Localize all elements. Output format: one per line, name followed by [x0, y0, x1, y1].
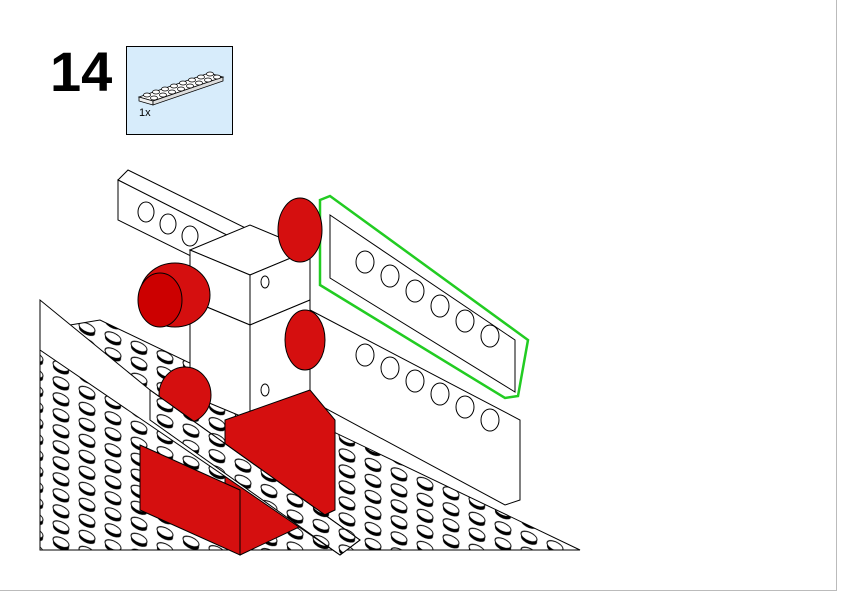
new-plate-highlighted: [318, 194, 530, 400]
front-side-plate: [39, 298, 361, 556]
part-quantity: 1x: [139, 107, 151, 119]
page-border-right: [836, 0, 837, 590]
plate-lower: [309, 309, 521, 506]
step-number: 14: [50, 40, 113, 103]
plate-2x8-icon: [137, 71, 225, 106]
red-bricks: [137, 197, 336, 556]
page-border-bottom: [0, 590, 837, 591]
parts-callout: 1x: [126, 46, 233, 135]
